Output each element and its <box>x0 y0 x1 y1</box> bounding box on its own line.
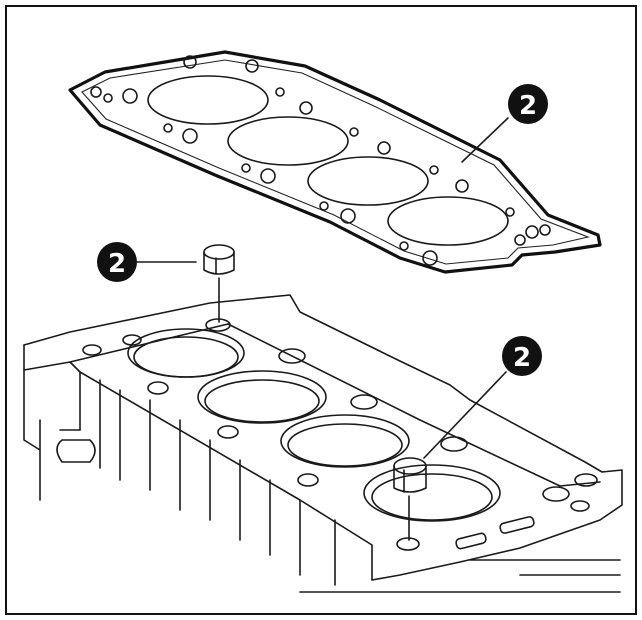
block-bore-3 <box>280 414 410 468</box>
gasket-bolt-holes <box>103 55 551 266</box>
callout-gasket-leader <box>461 117 509 163</box>
block-side-ribs <box>79 371 336 586</box>
dowel-pin-left <box>203 244 235 323</box>
block-dowel-hole-left <box>205 318 231 332</box>
callout-gasket: 2 <box>461 84 548 163</box>
gasket-bore-1 <box>147 75 269 125</box>
block-bore-2 <box>197 370 327 424</box>
gasket-dowel-hole-right <box>514 234 526 246</box>
block-deck-outline <box>23 294 623 581</box>
dowel-pin-right <box>393 457 427 541</box>
block-bore-4 <box>363 464 501 522</box>
engine-block <box>23 294 623 593</box>
gasket-bore-2 <box>227 116 349 166</box>
callout-dowel-right-label: 2 <box>513 343 531 373</box>
block-holes <box>82 334 598 550</box>
block-boss <box>56 439 96 463</box>
block-end-face <box>23 369 81 501</box>
callout-dowel-right: 2 <box>423 336 542 459</box>
block-bore-1 <box>127 328 245 378</box>
callout-gasket-label: 2 <box>519 91 537 121</box>
callout-dowel-right-leader <box>423 371 507 459</box>
frame-border <box>5 5 637 615</box>
callout-dowel-left: 2 <box>97 242 197 282</box>
block-dowel-hole-right <box>396 537 420 551</box>
callout-dowel-left-label: 2 <box>108 249 126 279</box>
gasket-outline <box>68 50 602 274</box>
cylinder-head-gasket <box>68 50 602 274</box>
gasket-inner-bead <box>81 59 590 265</box>
gasket-bore-4 <box>387 196 509 246</box>
gasket-bore-3 <box>307 156 429 206</box>
gasket-dowel-hole-left <box>90 86 102 98</box>
block-lower-lines <box>299 559 621 593</box>
